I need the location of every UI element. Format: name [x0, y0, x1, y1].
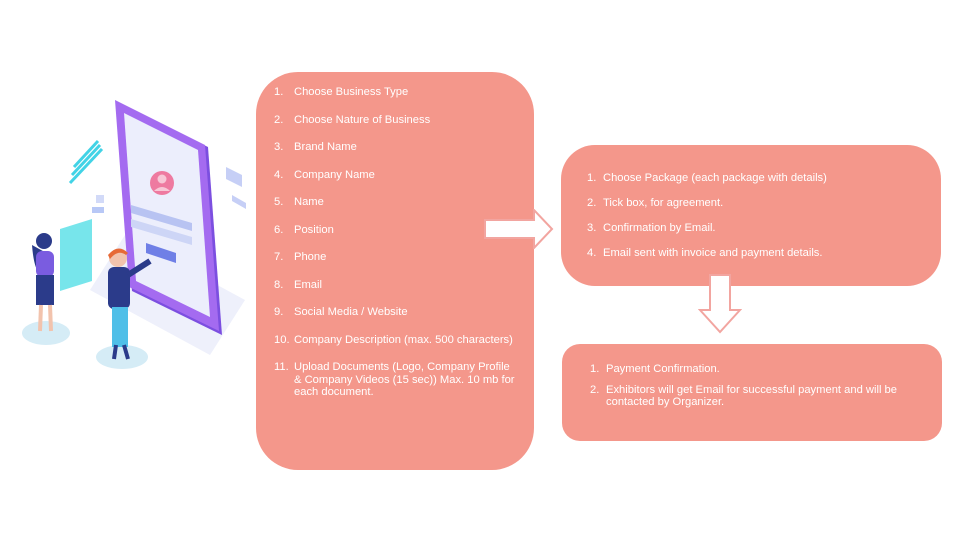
- arrow-right-icon: [484, 209, 554, 249]
- step-item: 2. Exhibitors will get Email for successf…: [590, 384, 926, 409]
- woman-figure-icon: [22, 219, 92, 345]
- step-number: 1.: [590, 363, 600, 375]
- step-text: Name: [294, 196, 324, 208]
- arrow-down-icon: [698, 274, 742, 334]
- step-item: 2. Tick box, for agreement.: [587, 197, 925, 210]
- step-item: 11. Upload Documents (Logo, Company Profi…: [274, 361, 520, 399]
- step-text: Phone: [294, 251, 327, 263]
- registration-steps-box: 1. Choose Business Type 2. Choose Nature of…: [256, 72, 534, 470]
- step-text: Email sent with invoice and payment deta…: [603, 247, 823, 259]
- step-item: 4. Company Name: [274, 169, 520, 182]
- step-number: 11.: [274, 361, 289, 373]
- step-item: 3. Brand Name: [274, 141, 520, 154]
- step-text: Social Media / Website: [294, 306, 408, 318]
- step-item: 3. Confirmation by Email.: [587, 222, 925, 235]
- step-text: Confirmation by Email.: [603, 222, 716, 234]
- step-item: 8. Email: [274, 279, 520, 292]
- phone-registration-illustration: [22, 100, 246, 369]
- step-item: 1. Payment Confirmation.: [590, 363, 926, 376]
- step-text: Email: [294, 278, 322, 291]
- step-number: 5.: [274, 196, 284, 208]
- step-text: Tick box, for agreement.: [603, 197, 724, 209]
- step-text: Company Description (max. 500 characters…: [294, 333, 513, 346]
- step-text: Payment Confirmation.: [606, 363, 720, 375]
- step-text: Position: [294, 223, 334, 236]
- step-item: 10. Company Description (max. 500 charact…: [274, 334, 520, 347]
- step-text: Brand Name: [294, 141, 357, 153]
- step-number: 9.: [274, 306, 284, 318]
- step-number: 2.: [590, 383, 600, 396]
- registration-steps-list: 1. Choose Business Type 2. Choose Nature of…: [274, 86, 520, 399]
- step-item: 2. Choose Nature of Business: [274, 114, 520, 127]
- step-item: 4. Email sent with invoice and payment de…: [587, 247, 925, 260]
- step-item: 1. Choose Business Type: [274, 86, 520, 99]
- package-steps-list: 1. Choose Package (each package with deta…: [587, 172, 925, 260]
- step-number: 1.: [587, 172, 597, 184]
- step-number: 4.: [587, 247, 597, 259]
- step-number: 7.: [274, 251, 284, 263]
- step-number: 8.: [274, 278, 284, 291]
- step-text: Choose Business Type: [294, 86, 409, 98]
- step-number: 3.: [274, 141, 284, 153]
- step-text: Upload Documents (Logo, Company Profile …: [294, 361, 515, 398]
- step-number: 1.: [274, 86, 284, 98]
- man-figure-icon: [96, 248, 152, 369]
- step-number: 3.: [587, 222, 597, 234]
- step-number: 2.: [274, 113, 284, 126]
- step-text: Choose Nature of Business: [294, 113, 431, 126]
- step-item: 5. Name: [274, 196, 520, 209]
- step-text: Choose Package (each package with detail…: [603, 172, 827, 184]
- step-item: 7. Phone: [274, 251, 520, 264]
- step-number: 6.: [274, 223, 284, 236]
- step-text: Company Name: [294, 168, 375, 181]
- payment-steps-box: 1. Payment Confirmation. 2. Exhibitors will…: [562, 344, 942, 441]
- step-number: 4.: [274, 168, 284, 181]
- step-text: Exhibitors will get Email for successful…: [606, 383, 897, 409]
- bars-decoration-icon: [68, 139, 246, 213]
- payment-steps-list: 1. Payment Confirmation. 2. Exhibitors will…: [590, 363, 926, 409]
- step-number: 10.: [274, 333, 290, 346]
- step-item: 9. Social Media / Website: [274, 306, 520, 319]
- step-item: 1. Choose Package (each package with deta…: [587, 172, 925, 185]
- package-steps-box: 1. Choose Package (each package with deta…: [561, 145, 941, 286]
- step-number: 2.: [587, 197, 597, 209]
- step-item: 6. Position: [274, 224, 520, 237]
